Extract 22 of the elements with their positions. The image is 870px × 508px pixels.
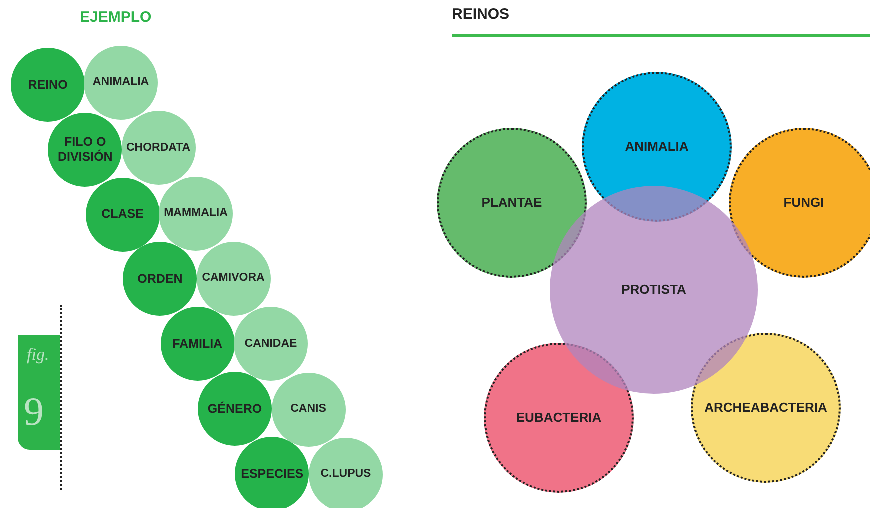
kingdom-circle: FUNGI: [729, 128, 870, 278]
rank-circle: GÉNERO: [198, 372, 272, 446]
figure-label: fig.: [27, 345, 50, 365]
kingdom-circle: ARCHEABACTERIA: [691, 333, 841, 483]
taxon-circle: CANIDAE: [234, 307, 308, 382]
figure-number: 9: [24, 388, 44, 435]
kingdom-circle: EUBACTERIA: [484, 343, 634, 493]
taxon-circle: CHORDATA: [122, 111, 196, 186]
section-heading: REINOS: [452, 6, 510, 23]
taxon-circle: CAMIVORA: [196, 242, 270, 316]
rank-circle: FILO O DIVISIÓN: [48, 112, 122, 187]
rank-circle: CLASE: [86, 178, 160, 252]
rank-circle: FAMILIA: [160, 307, 235, 382]
taxon-circle: MAMMALIA: [159, 176, 233, 251]
taxon-circle: ANIMALIA: [84, 46, 158, 120]
taxon-circle: CANIS: [272, 372, 346, 446]
rank-circle: ORDEN: [123, 242, 198, 316]
section-heading: EJEMPLO: [80, 9, 152, 26]
rank-circle: REINO: [11, 48, 85, 122]
rank-circle: ESPECIES: [235, 436, 310, 508]
taxon-circle: C.LUPUS: [309, 438, 383, 508]
kingdom-circle: PLANTAE: [437, 128, 587, 278]
